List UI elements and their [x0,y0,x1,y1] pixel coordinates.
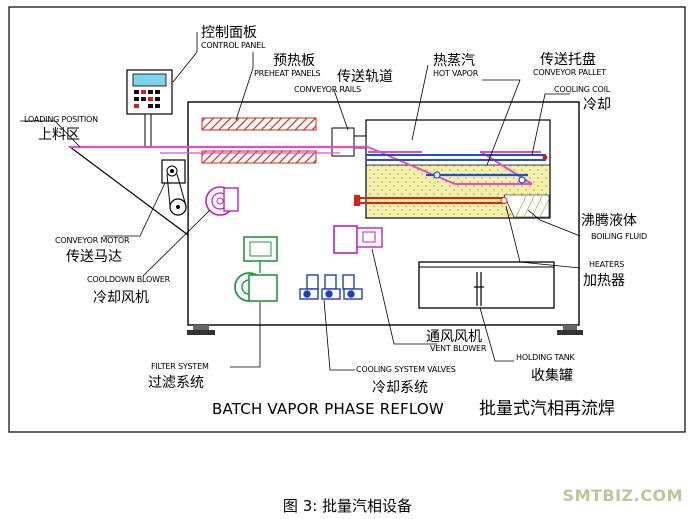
rails-label-cn: 传送轨道 [337,69,393,85]
vent-blower [333,225,383,254]
heaters-label-cn: 加热器 [583,273,625,289]
watermark: SMTBIZ.COM [562,486,683,505]
leader-lines [20,32,581,371]
pallet-label-en: CONVEYOR PALLET [533,68,606,77]
fluid-drain [503,194,550,218]
loading-label-en: LOADING POSITION [24,115,98,124]
boiling-fluid-label-en: BOILING FLUID [591,232,647,241]
holding-tank-label-cn: 收集罐 [531,368,573,384]
drawing-border [8,6,686,433]
holding-tank [418,261,555,309]
conveyor-motor-label-cn: 传送马达 [66,249,122,265]
cooling-valves-label-en: COOLING SYSTEM VALVES [356,365,456,374]
hot-vapor-label-en: HOT VAPOR [433,69,479,78]
heaters [354,195,508,206]
cooldown-blower-label-cn: 冷却风机 [93,290,149,306]
vent-blower-label-en: VENT BLOWER [430,344,487,353]
loading-label-cn: 上料区 [38,127,80,143]
chamber-door [331,127,355,157]
vent-blower-label-cn: 通风风机 [426,329,482,345]
cooling-coil-label-en: COOLING COIL [554,85,611,94]
hot-vapor-label-cn: 热蒸汽 [433,53,475,69]
cooldown-blower [205,186,239,216]
control-panel-label-en: CONTROL PANEL [201,41,266,50]
pallet-label-cn: 传送托盘 [540,52,596,68]
preheat-panel-bottom [201,150,317,164]
boiling-fluid-label-cn: 沸腾液体 [581,213,637,229]
figure-caption: 图 3: 批量汽相设备 [282,497,413,515]
conveyor-motor [161,159,187,216]
cooling-coil-label-cn: 冷却 [583,97,611,113]
conveyor-motor-label-en: CONVEYOR MOTOR [55,236,130,245]
control-panel-label-cn: 控制面板 [201,25,257,41]
cooldown-blower-label-en: COOLDOWN BLOWER [87,275,171,284]
fluid-hatch [515,195,550,218]
cooling-coil [366,154,548,161]
filter-system [234,236,278,302]
diagram-title-cn: 批量式汽相再流焊 [479,399,615,419]
preheat-panel-top [201,117,317,131]
holding-tank-label-en: HOLDING TANK [516,353,575,362]
heaters-label-en: HEATERS [589,260,625,269]
preheat-label-cn: 预热板 [273,53,315,69]
diagram-title-en: BATCH VAPOR PHASE REFLOW [212,400,444,418]
conveyor-pallet [426,171,528,184]
cooling-valves-label-cn: 冷却系统 [372,380,428,396]
filter-system-label-cn: 过滤系统 [148,375,204,391]
control-panel [126,69,173,148]
rails-label-en: CONVEYOR RAILS [294,85,362,94]
filter-system-label-en: FILTER SYSTEM [151,362,209,371]
cooling-valves [299,274,363,300]
preheat-label-en: PREHEAT PANELS [254,69,321,78]
machine-legs [187,325,583,335]
